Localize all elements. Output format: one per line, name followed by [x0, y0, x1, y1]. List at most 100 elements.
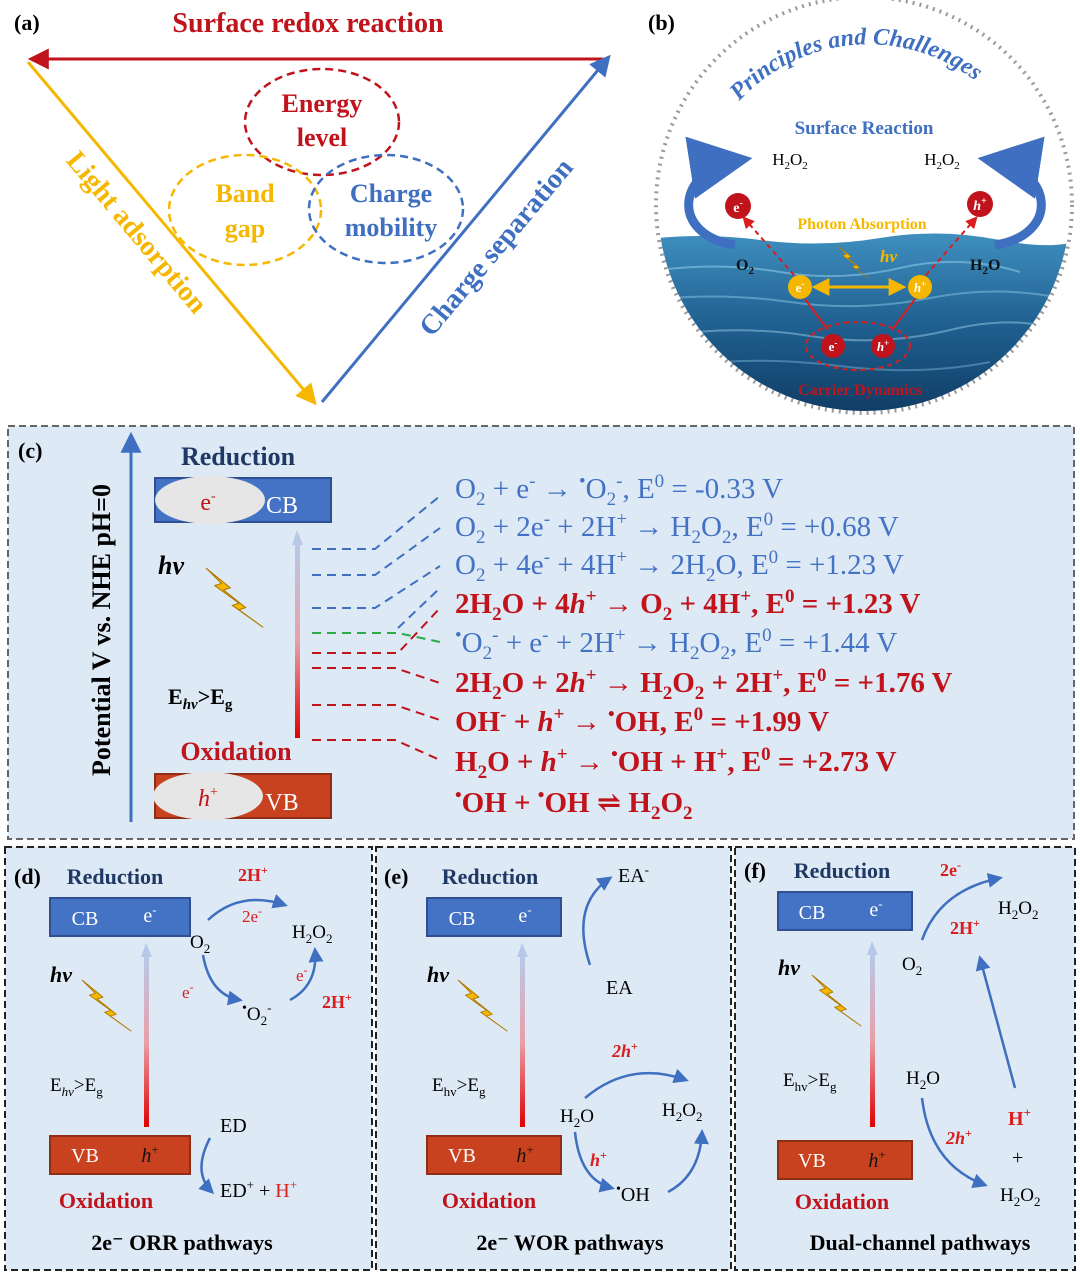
svg-text:•O2-: •O2-	[242, 1000, 271, 1028]
svg-text:EA-: EA-	[618, 862, 649, 887]
oxidation-label-c: Oxidation	[180, 737, 292, 766]
hv-c: hv	[158, 551, 184, 580]
svg-text:H2O2: H2O2	[998, 898, 1038, 922]
light-adsorption-arrow	[26, 61, 317, 406]
hv-f: hv	[778, 955, 800, 980]
equation-7: OH- + h+ → •OH, E0 = +1.99 V	[455, 704, 829, 738]
charge-mobility-circle	[307, 153, 465, 265]
ehv-eg-e: Ehv>Eg	[432, 1075, 486, 1099]
svg-text:e-: e-	[296, 963, 308, 985]
charge-label-2: mobility	[345, 213, 437, 242]
cb-label-f: CB	[799, 902, 826, 924]
charge-separation-arrow	[320, 54, 611, 403]
oxidation-label-e: Oxidation	[442, 1188, 536, 1213]
svg-text:2e-: 2e-	[242, 904, 262, 926]
svg-text:+: +	[1012, 1147, 1023, 1169]
oxidation-label-d: Oxidation	[59, 1188, 153, 1213]
vb-bar-d	[49, 1135, 191, 1175]
svg-text:•OH: •OH	[616, 1182, 650, 1206]
surface-redox-label: Surface redox reaction	[172, 8, 444, 39]
svg-text:2H+: 2H+	[950, 916, 980, 938]
svg-text:2h+: 2h+	[945, 1126, 972, 1148]
svg-text:e-: e-	[796, 279, 805, 295]
h2o-b: H2O	[970, 257, 1000, 277]
excitation-gradient-c	[295, 545, 300, 738]
svg-text:H2O2: H2O2	[1000, 1185, 1040, 1209]
svg-text:2H+: 2H+	[322, 990, 352, 1012]
reduction-label-c: Reduction	[181, 442, 296, 471]
equation-2: O2 + 2e- + 2H+ → H2O2, E0 = +0.68 V	[455, 509, 899, 548]
ehv-eg-d: Ehv>Eg	[50, 1075, 103, 1099]
band-gap-circle	[167, 153, 323, 267]
panel-a-label: (a)	[14, 10, 40, 35]
reduction-label-f: Reduction	[794, 858, 891, 883]
h2o2-left: H2O2	[772, 150, 808, 172]
hole-excited	[908, 275, 932, 299]
recombination-ellipse	[805, 321, 911, 371]
svg-text:2h+: 2h+	[611, 1039, 638, 1061]
svg-text:e-: e-	[829, 338, 838, 354]
panel-e-label: (e)	[384, 864, 408, 889]
svg-text:h+: h+	[590, 1148, 607, 1170]
vb-bar-e	[426, 1135, 562, 1175]
equation-3: O2 + 4e- + 4H+ → 2H2O, E0 = +1.23 V	[455, 547, 904, 586]
band-label-1: Band	[215, 179, 275, 208]
ehv-eg-f: Ehv>Eg	[783, 1070, 837, 1094]
energy-label-1: Energy	[282, 89, 363, 118]
cb-label-c: CB	[266, 493, 298, 519]
cb-label-d: CB	[72, 908, 99, 930]
ea-label: EA	[606, 977, 633, 999]
cb-bar-f	[777, 891, 913, 931]
vb-label-d: VB	[71, 1145, 99, 1167]
cb-bar-d	[49, 897, 191, 937]
surface-reaction-label: Surface Reaction	[795, 118, 934, 139]
ehv-eg-c: Ehv>Eg	[168, 684, 233, 713]
energy-level-circle	[243, 67, 401, 177]
panel-b: (b) Principles and Challenges Surface Re…	[648, 0, 1074, 415]
h2o2-right: H2O2	[924, 150, 960, 172]
equation-8: H2O + h+ → •OH + H+, E0 = +2.73 V	[455, 744, 897, 783]
reduction-label-e: Reduction	[442, 864, 539, 889]
cb-bar-e	[426, 897, 562, 937]
svg-text:ED+ + H+: ED+ + H+	[220, 1177, 297, 1202]
electron-top	[725, 193, 751, 219]
cb-label-e: CB	[449, 908, 476, 930]
svg-text:e-: e-	[182, 980, 194, 1002]
panel-f-label: (f)	[744, 858, 766, 883]
electron-excited	[788, 275, 812, 299]
vb-label-c: VB	[265, 790, 298, 816]
svg-text:2H+: 2H+	[238, 863, 268, 885]
potential-axis-label: Potential V vs. NHE pH=0	[87, 484, 116, 776]
caption-f: Dual-channel pathways	[810, 1230, 1031, 1255]
hv-e: hv	[427, 962, 449, 987]
equation-4: 2H2O + 4h+ → O2 + 4H+, E0 = +1.23 V	[455, 586, 920, 625]
photon-absorption-label: Photon Absorption	[797, 216, 926, 233]
ed-label: ED	[220, 1115, 247, 1137]
charge-separation-label: Charge separation	[413, 152, 579, 342]
svg-text:H2O: H2O	[560, 1106, 594, 1130]
svg-text:2e-: 2e-	[940, 858, 961, 880]
oxidation-label-f: Oxidation	[795, 1189, 889, 1214]
left-curved-arrow	[684, 136, 753, 250]
level-lines	[312, 495, 441, 761]
equation-6: 2H2O + 2h+ → H2O2 + 2H+, E0 = +1.76 V	[455, 665, 953, 704]
svg-text:H2O2: H2O2	[662, 1100, 702, 1124]
svg-text:H2O2: H2O2	[292, 922, 332, 946]
panel-f: (f) Reduction CB e- hv Ehv>Eg VB h+ Oxid…	[734, 846, 1076, 1271]
hv-d: hv	[50, 962, 72, 987]
panel-e: (e) Reduction CB e- hv Ehv>Eg VB h+ Oxid…	[375, 846, 732, 1271]
hv-b: hv	[880, 247, 897, 266]
panel-b-label: (b)	[648, 10, 675, 35]
vb-label-e: VB	[448, 1145, 476, 1167]
equation-9: •OH + •OH ⇌ H2O2	[455, 785, 693, 824]
caption-d: 2e⁻ ORR pathways	[91, 1230, 273, 1255]
equations: O2 + e- → •O2-, E0 = -0.33 V O2 + 2e- + …	[455, 471, 953, 824]
right-curved-arrow	[977, 136, 1046, 250]
panel-d: (d) Reduction CB e- hv Ehv>Eg VB h+ Oxid…	[4, 846, 373, 1271]
panel-c-label: (c)	[18, 438, 42, 463]
caption-e: 2e⁻ WOR pathways	[476, 1230, 664, 1255]
band-label-2: gap	[225, 214, 265, 243]
panel-d-label: (d)	[14, 864, 41, 889]
